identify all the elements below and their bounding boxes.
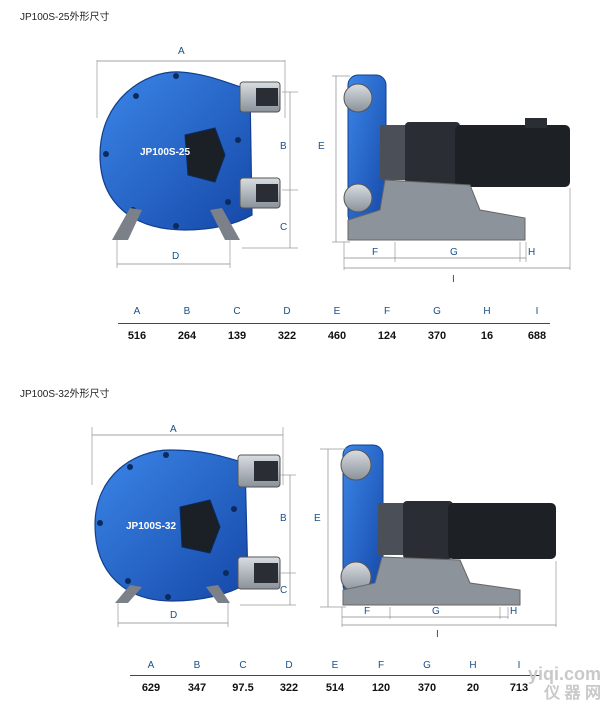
dim-label-h: H	[510, 606, 517, 617]
pump-side-view: E F G H I	[318, 74, 571, 285]
table-value: 264	[177, 330, 197, 342]
dim-label-b: B	[280, 141, 287, 152]
table-value: 16	[480, 330, 494, 342]
dim-label-a: A	[178, 46, 185, 57]
section-title-jp100s-32: JP100S-32外形尺寸	[20, 389, 110, 400]
table-value: 713	[509, 682, 529, 694]
watermark-line2: 仪 器 网	[544, 685, 601, 702]
table-header: E	[333, 306, 341, 317]
table-header: G	[423, 660, 431, 671]
table-value: 516	[127, 330, 147, 342]
pump-front-view: A JP100S-32 B C D	[91, 424, 296, 627]
table-value: 120	[371, 682, 391, 694]
model-label-front: JP100S-32	[126, 521, 176, 532]
dim-label-g: G	[432, 606, 440, 617]
dim-label-b: B	[280, 513, 287, 524]
table-header: E	[331, 660, 339, 671]
table-divider	[130, 675, 540, 676]
table-value: 347	[187, 682, 207, 694]
table-header: B	[183, 306, 191, 317]
dim-label-i: I	[452, 274, 455, 285]
dim-label-g: G	[450, 247, 458, 258]
table-value: 370	[427, 330, 447, 342]
table-header: I	[535, 306, 539, 317]
dim-label-d: D	[170, 610, 177, 621]
dim-label-h: H	[528, 247, 535, 258]
table-divider	[118, 323, 550, 324]
table-header: I	[517, 660, 521, 671]
table-header: C	[233, 306, 241, 317]
watermark-line1: yiqi.com	[527, 664, 601, 684]
dim-label-c: C	[280, 222, 287, 233]
table-value: 460	[327, 330, 347, 342]
table-value: 629	[141, 682, 161, 694]
table-header: A	[147, 660, 155, 671]
dim-label-e: E	[314, 513, 321, 524]
dim-label-f: F	[364, 606, 370, 617]
dim-label-a: A	[170, 424, 177, 435]
table-value: 20	[466, 682, 480, 694]
section-title-jp100s-25: JP100S-25外形尺寸	[20, 12, 110, 23]
dimension-drawing-jp100s-32: A JP100S-32 B C D E	[91, 424, 557, 640]
table-header: D	[285, 660, 293, 671]
dim-label-i: I	[436, 629, 439, 640]
table-value: 97.5	[232, 682, 254, 694]
table-header: H	[469, 660, 477, 671]
table-value: 322	[279, 682, 299, 694]
dim-label-d: D	[172, 251, 179, 262]
table-value: 370	[417, 682, 437, 694]
dim-label-f: F	[372, 247, 378, 258]
watermark: yiqi.com 仪 器 网	[481, 664, 601, 708]
pump-front-view: A JP100S-25 B C D	[96, 46, 298, 268]
table-header: C	[239, 660, 247, 671]
pump-side-view: E F G H I	[314, 444, 557, 640]
dim-label-e: E	[318, 141, 325, 152]
table-value: 514	[325, 682, 345, 694]
table-header: D	[283, 306, 291, 317]
dimension-drawing-jp100s-25: A JP100S-25 B C D	[96, 46, 571, 285]
table-header: A	[133, 306, 141, 317]
table-header: F	[377, 660, 385, 671]
table-value: 322	[277, 330, 297, 342]
table-value: 124	[377, 330, 397, 342]
table-value: 139	[227, 330, 247, 342]
model-label-front: JP100S-25	[140, 147, 190, 158]
table-header: H	[483, 306, 491, 317]
dim-label-c: C	[280, 585, 287, 596]
table-value: 688	[527, 330, 547, 342]
table-header: G	[433, 306, 441, 317]
table-header: B	[193, 660, 201, 671]
table-header: F	[383, 306, 391, 317]
